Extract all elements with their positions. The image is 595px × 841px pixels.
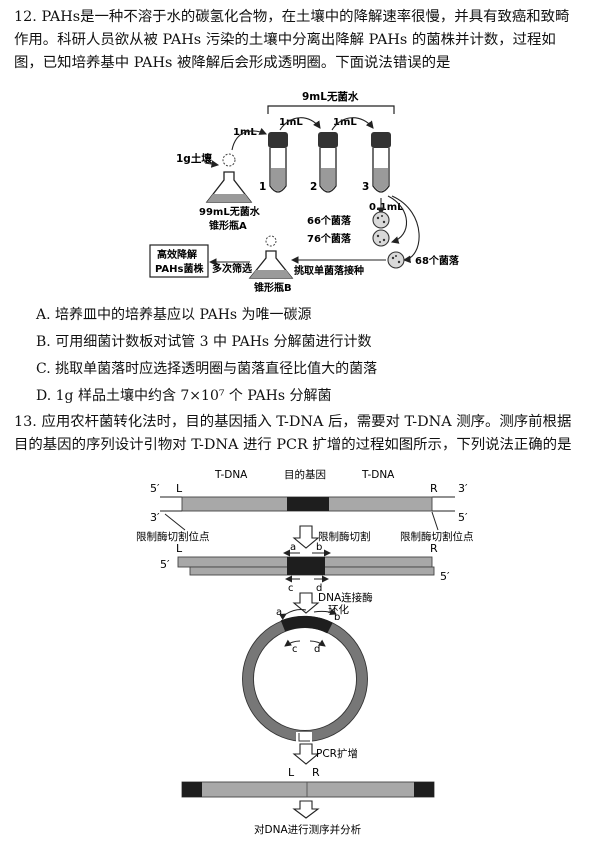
- water-label: 9mL无菌水: [302, 90, 359, 103]
- restriction-site-right: 限制酶切割位点: [400, 530, 474, 543]
- strand1-3prime-right: 3′: [458, 482, 468, 495]
- colony-count-3: 68个菌落: [415, 254, 460, 267]
- circular-target-gene: [280, 615, 333, 634]
- test-tube-3: [371, 132, 391, 193]
- step-arrow-pcr: [292, 743, 320, 765]
- strand2-5prime-right: 5′: [440, 570, 450, 583]
- plating-arrow-2: [387, 195, 408, 244]
- tube-1-label: 1: [259, 181, 266, 193]
- ligation-site: [296, 732, 312, 742]
- flask-a-water: 99mL无菌水: [199, 205, 261, 218]
- step-arrow-ligase: [292, 592, 320, 614]
- q12-option-c[interactable]: C. 挑取单菌落时应选择透明圈与菌落直径比值大的菌落: [36, 361, 378, 377]
- q12-figure: 9mL无菌水 1g土壤 99mL无菌水 锥形瓶A 1mL: [149, 90, 460, 294]
- final-step-label: 对DNA进行测序并分析: [254, 823, 362, 836]
- strain-box: [149, 244, 209, 278]
- primer-b-circle: b: [334, 612, 340, 623]
- restriction-site-pointer-right: [431, 511, 439, 531]
- primer-b-top: b: [316, 542, 322, 553]
- pcr-label: PCR扩增: [316, 747, 358, 760]
- screening-label: 多次筛选: [212, 262, 252, 275]
- transfer-1-2-arrow: [279, 117, 321, 131]
- tube-2-label: 2: [310, 181, 317, 193]
- pick-label: 挑取单菌落接种: [294, 264, 364, 277]
- primer-d-circle: d: [314, 644, 320, 655]
- step-arrow-sequence: [292, 800, 320, 819]
- step-arrow-cut: [292, 525, 320, 549]
- target-gene-label: 目的基因: [284, 468, 326, 481]
- tube-3-label: 3: [362, 181, 369, 193]
- flask-a-name: 锥形瓶A: [209, 219, 247, 232]
- colony-count-1: 66个菌落: [307, 214, 352, 227]
- strand1-5prime-left: 5′: [150, 482, 160, 495]
- water-bracket: [267, 105, 395, 114]
- strand1-R: R: [430, 482, 438, 495]
- flask-a: [205, 153, 253, 203]
- circular-dna-ring: [242, 616, 368, 742]
- strain-box-line-2: PAHs菌株: [155, 262, 204, 275]
- pcr-product-band: [181, 781, 435, 798]
- primer-c-bottom: c: [288, 583, 294, 594]
- soil-arrow: [204, 160, 220, 168]
- strand2-5prime-left: 5′: [160, 558, 170, 571]
- circular-dna-inner-edge: [253, 627, 357, 731]
- transfer-a-1-arrow: [231, 127, 268, 151]
- primer-c-circle-arrow: [284, 639, 301, 647]
- strand1-L: L: [176, 482, 183, 495]
- test-tube-1: [268, 132, 288, 193]
- q12-option-a[interactable]: A. 培养皿中的培养基应以 PAHs 为唯一碳源: [36, 307, 312, 323]
- strand2-L: L: [176, 542, 183, 555]
- primer-a-circle: a: [276, 607, 282, 618]
- tdna-label-right: T-DNA: [361, 469, 395, 481]
- flask-b: [248, 235, 294, 279]
- q12-option-b[interactable]: B. 可用细菌计数板对试管 3 中 PAHs 分解菌进行计数: [36, 334, 372, 350]
- plating-arrow-3: [391, 195, 420, 264]
- flask-b-name: 锥形瓶B: [254, 281, 292, 294]
- question-12-stem: 12. PAHs是一种不溶于水的碳氢化合物，在土壤中的降解速率很慢，并具有致癌和…: [14, 9, 570, 71]
- strand1-3prime-left: 3′: [150, 511, 160, 524]
- pcr-product-right-gene: [414, 782, 434, 797]
- strand2-R: R: [430, 542, 438, 555]
- strand2-target-gene: [287, 557, 325, 575]
- transfer-1-2-label: 1mL: [279, 117, 303, 128]
- primer-b-circle-arrow: [313, 608, 337, 616]
- transfer-2-3-label: 1mL: [333, 117, 357, 128]
- q12-option-d[interactable]: D. 1g 样品土壤中约含 7×10⁷ 个 PAHs 分解菌: [36, 388, 332, 404]
- ligation-nick: [298, 733, 310, 742]
- primer-d-circle-arrow: [309, 639, 326, 647]
- restriction-site-left: 限制酶切割位点: [136, 530, 210, 543]
- primer-a-circle-arrow: [279, 609, 307, 621]
- transfer-2-3-arrow: [331, 117, 374, 131]
- petri-dish-3: [387, 251, 405, 269]
- strand1-5prime-right: 5′: [458, 511, 468, 524]
- ligase-label: DNA连接酶: [318, 591, 373, 604]
- petri-dish-2: [372, 229, 390, 247]
- restriction-site-pointer-left: [164, 513, 186, 531]
- strain-box-line-1: 高效降解: [157, 248, 197, 261]
- question-13-stem: 13. 应用农杆菌转化法时，目的基因插入 T-DNA 后，需要对 T-DNA 测…: [14, 414, 572, 453]
- primer-d-bottom: d: [316, 583, 322, 594]
- strand1-target-gene: [287, 497, 329, 511]
- petri-dish-1: [372, 211, 390, 229]
- colony-count-2: 76个菌落: [307, 232, 352, 245]
- primer-c-circle: c: [292, 644, 298, 655]
- q13-figure: T-DNA 目的基因 T-DNA 5′ L R 3′ 3′ 5′ 限制酶切割位点…: [136, 468, 474, 836]
- tdna-label-left: T-DNA: [214, 469, 248, 481]
- product-R: R: [312, 766, 320, 779]
- pcr-product-left-gene: [182, 782, 202, 797]
- plating-volume: 0.1mL: [369, 202, 404, 213]
- restriction-cut: 限制酶切割: [318, 530, 371, 543]
- product-L: L: [288, 766, 295, 779]
- primer-a-top: a: [290, 542, 296, 553]
- test-tube-2: [318, 132, 338, 193]
- soil-label: 1g土壤: [176, 152, 212, 165]
